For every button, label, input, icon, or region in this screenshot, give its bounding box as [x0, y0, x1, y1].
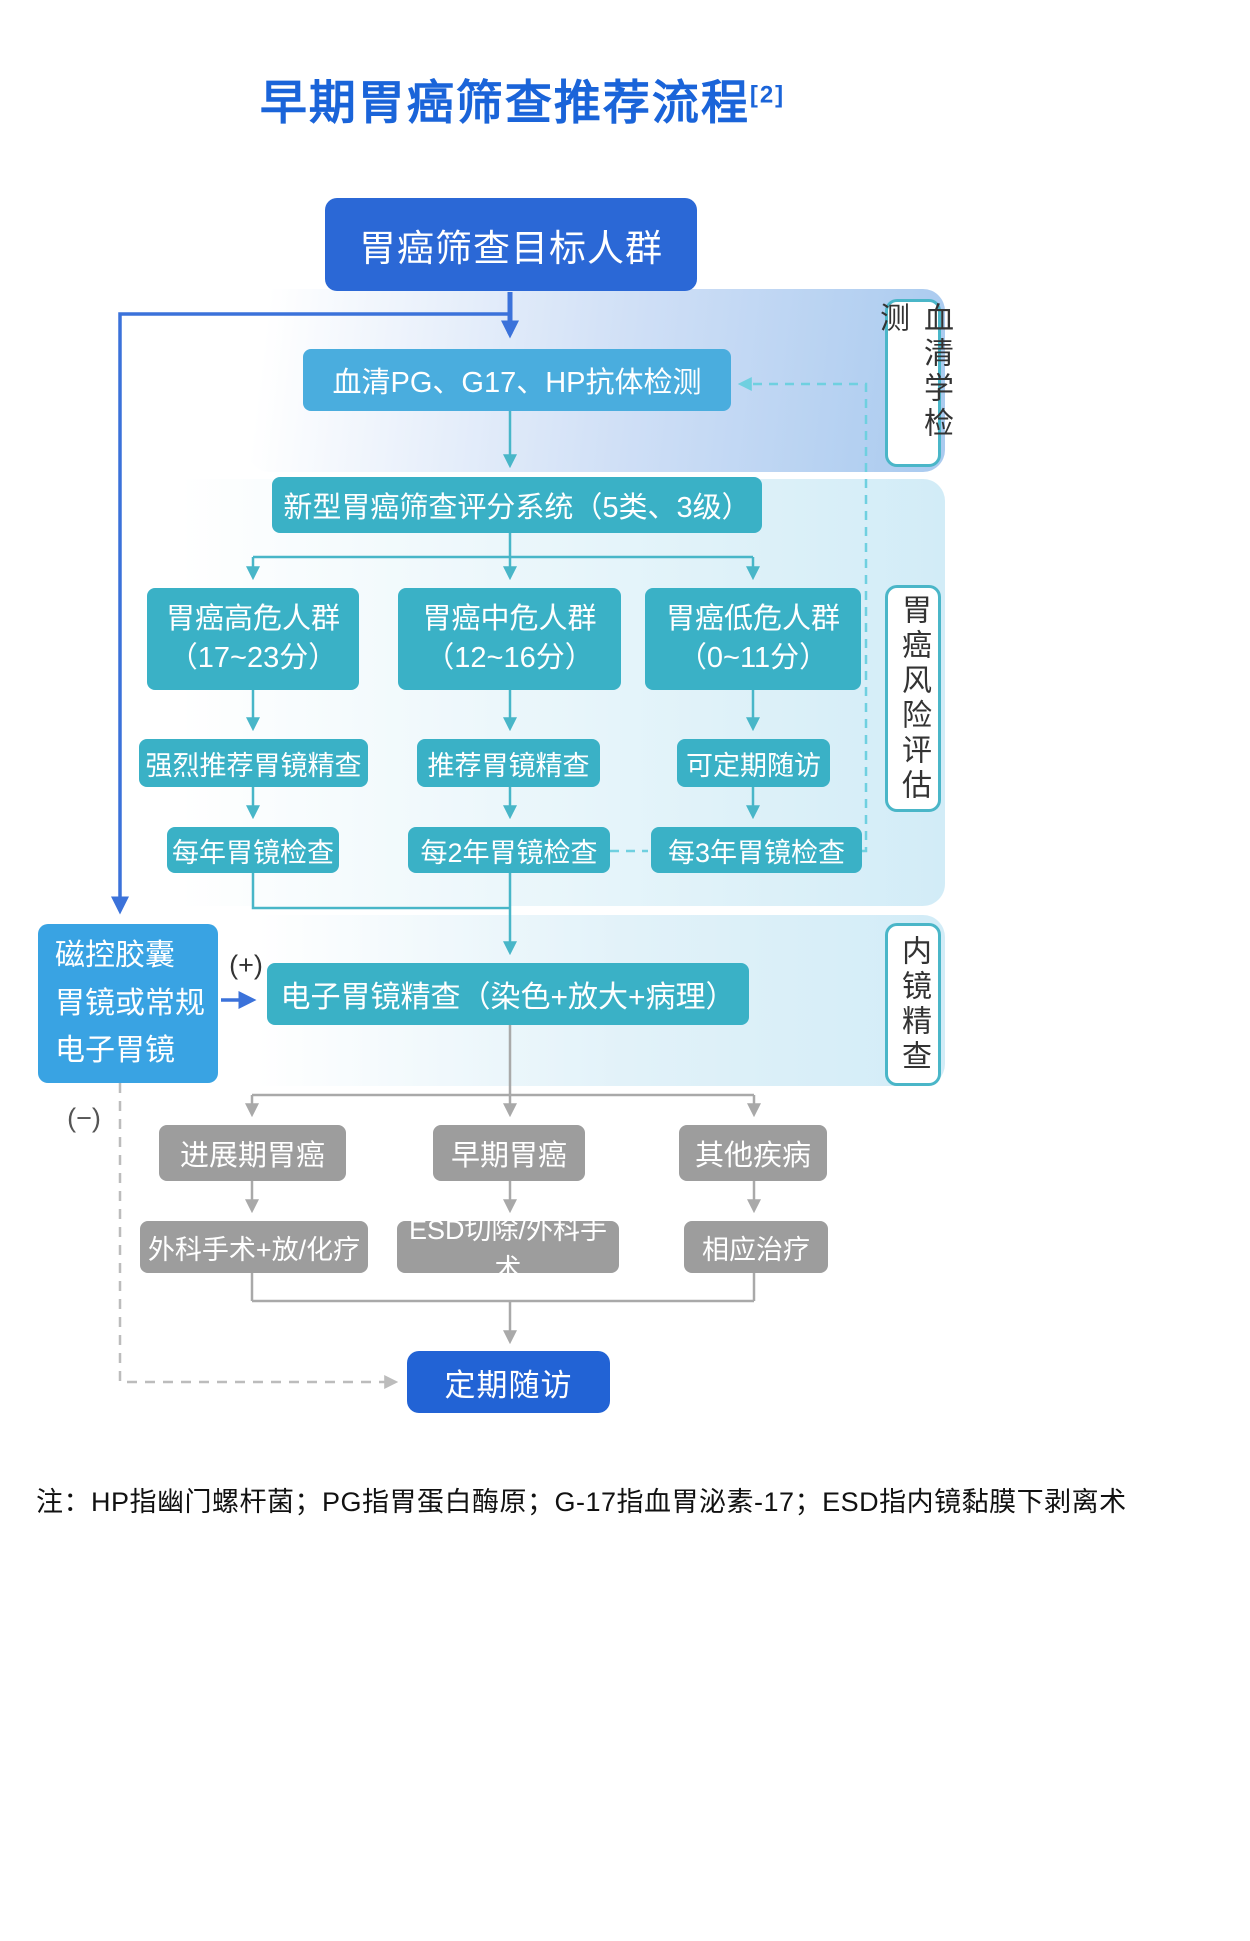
node-low-risk-group: 胃癌低危人群 （0~11分） [645, 588, 861, 690]
node-refined-endoscopy: 电子胃镜精查（染色+放大+病理） [267, 963, 749, 1025]
node-surgery-radio-chemo: 外科手术+放/化疗 [140, 1221, 368, 1273]
node-corresponding-treatment: 相应治疗 [684, 1221, 828, 1273]
node-mid-risk-group: 胃癌中危人群 （12~16分） [398, 588, 621, 690]
page-title: 早期胃癌筛查推荐流程[2] [0, 64, 1045, 133]
node-every-2-year-endoscopy: 每2年胃镜检查 [408, 827, 610, 873]
node-other-disease: 其他疾病 [679, 1125, 827, 1181]
high-risk-line2: （17~23分） [168, 642, 338, 674]
title-superscript: [2] [749, 81, 786, 109]
page-title-text: 早期胃癌筛查推荐流程 [259, 76, 750, 129]
mid-risk-line2: （12~16分） [425, 642, 594, 674]
low-risk-line2: （0~11分） [677, 642, 829, 674]
node-scoring-system: 新型胃癌筛查评分系统（5类、3级） [272, 477, 762, 533]
capsule-line1: 磁控胶囊 [55, 939, 175, 973]
node-target-population: 胃癌筛查目标人群 [325, 198, 697, 291]
node-esd-or-surgery: ESD切除/外科手术 [397, 1215, 619, 1284]
mid-risk-line1: 胃癌中危人群 [422, 602, 597, 635]
negative-result-label: (−) [67, 1103, 101, 1133]
node-capsule-or-regular-endoscopy: 磁控胶囊 胃镜或常规 电子胃镜 [38, 924, 218, 1083]
node-early-gastric-cancer: 早期胃癌 [433, 1125, 585, 1181]
stage-label-endoscopy-exam: 内镜精查 [885, 923, 941, 1086]
node-serum-test: 血清PG、G17、HP抗体检测 [303, 349, 731, 411]
stage-label-serology-test: 血清学检测 [875, 299, 952, 467]
capsule-line2: 胃镜或常规 [55, 986, 205, 1020]
node-periodic-followup-option: 可定期随访 [677, 739, 830, 787]
node-yearly-endoscopy: 每年胃镜检查 [167, 827, 339, 873]
low-risk-line1: 胃癌低危人群 [665, 602, 840, 635]
node-recommend-endoscopy: 推荐胃镜精查 [417, 739, 600, 787]
node-strong-recommend-endoscopy: 强烈推荐胃镜精查 [139, 739, 368, 787]
node-every-3-year-endoscopy: 每3年胃镜检查 [651, 827, 862, 873]
high-risk-line1: 胃癌高危人群 [165, 602, 340, 635]
node-advanced-gastric-cancer: 进展期胃癌 [159, 1125, 346, 1181]
stage-label-risk-assessment: 胃癌风险评估 [885, 585, 941, 812]
node-periodic-followup: 定期随访 [407, 1351, 610, 1413]
node-high-risk-group: 胃癌高危人群 （17~23分） [147, 588, 359, 690]
positive-result-label: (+) [229, 950, 263, 980]
footnote: 注：HP指幽门螺杆菌；PG指胃蛋白酶原；G-17指血胃泌素-17；ESD指内镜黏… [36, 1487, 1127, 1517]
capsule-line3: 电子胃镜 [55, 1034, 175, 1068]
